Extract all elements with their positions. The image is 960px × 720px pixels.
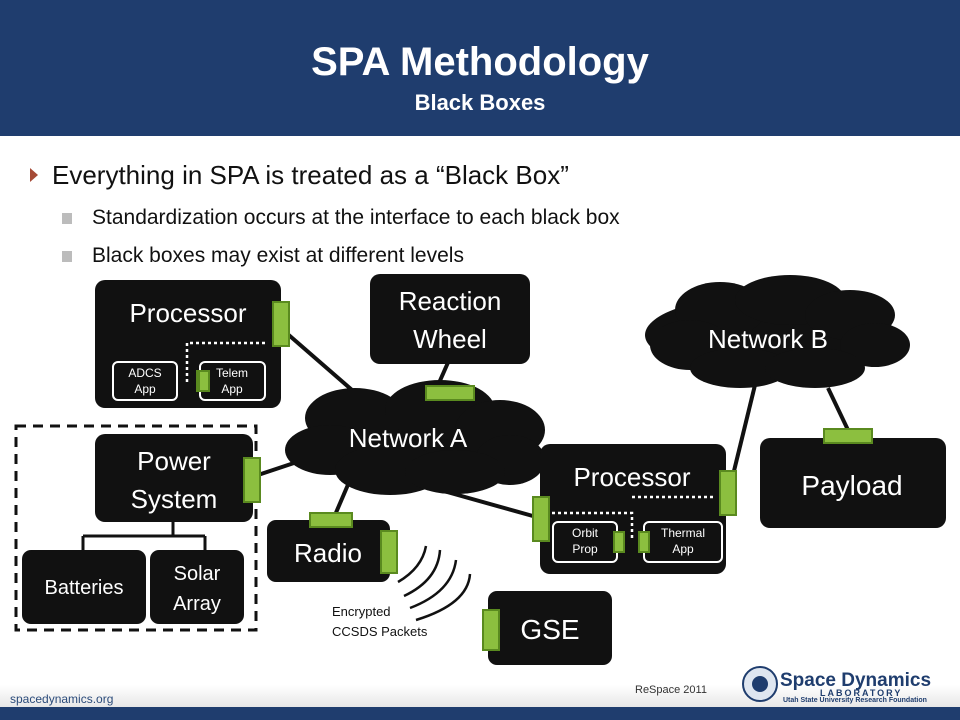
solar-array-box: [150, 550, 244, 624]
power-system-label-2: System: [131, 484, 218, 514]
solar-array-label-1: Solar: [174, 563, 221, 585]
radio-wave-icon: [397, 545, 472, 622]
gse-box: [488, 591, 612, 665]
footer-band: [0, 685, 960, 707]
network-b-cloud: [645, 275, 910, 388]
reaction-wheel-label-2: Wheel: [413, 324, 487, 354]
sub-bullet-2: Black boxes may exist at different level…: [92, 244, 464, 267]
port-power-system: [243, 457, 261, 503]
port-processor-right-left: [532, 496, 550, 542]
link-payload-network-b: [826, 387, 850, 431]
solar-array-label-2: Array: [173, 593, 221, 615]
payload-box: [760, 438, 946, 528]
power-subsystem-group: [14, 424, 258, 632]
network-a-cloud: [285, 380, 545, 495]
reaction-wheel-label-1: Reaction: [399, 286, 502, 316]
encrypted-label-1: Encrypted: [332, 604, 391, 619]
power-system-label-1: Power: [137, 446, 211, 476]
adcs-app-box: [112, 361, 178, 401]
network-a-label: Network A: [349, 423, 468, 453]
thermal-app-label-2: App: [672, 542, 694, 556]
adcs-app-label-1: ADCS: [128, 366, 161, 380]
title-banner: [0, 0, 960, 136]
bullet-main: Everything in SPA is treated as a “Black…: [52, 160, 569, 190]
port-radio-antenna: [380, 530, 398, 574]
port-telem-app: [198, 370, 210, 392]
power-tree-lines: [81, 522, 207, 552]
port-reaction-wheel: [425, 385, 475, 401]
thermal-app-label-1: Thermal: [661, 526, 705, 540]
footer-site: spacedynamics.org: [10, 692, 114, 706]
link-network-a-processor: [439, 488, 541, 520]
sub-bullet-icon: [62, 213, 72, 224]
slide-subtitle: Black Boxes: [414, 90, 546, 115]
sub-bullet-1: Standardization occurs at the interface …: [92, 206, 620, 229]
orbit-prop-label-1: Orbit: [572, 526, 599, 540]
footer-bar: [0, 707, 960, 720]
radio-label: Radio: [294, 538, 362, 568]
radio-box: [267, 520, 390, 582]
power-system-box: [95, 434, 253, 522]
internal-link-right-1: [552, 511, 634, 540]
link-processor-network-b: [731, 384, 757, 476]
bullet-arrow-icon: [30, 168, 38, 182]
adcs-app-label-2: App: [134, 382, 156, 396]
port-processor-top: [272, 301, 290, 347]
footer-event: ReSpace 2011: [635, 684, 707, 696]
port-orbit-prop: [613, 531, 625, 553]
port-thermal-app: [638, 531, 650, 553]
network-b-label: Network B: [708, 324, 828, 354]
port-payload: [823, 428, 873, 444]
internal-link-top: [185, 341, 268, 382]
orbit-prop-label-2: Prop: [572, 542, 598, 556]
interface-ports: [196, 301, 873, 651]
telem-app-label-2: App: [221, 382, 243, 396]
encrypted-label-2: CCSDS Packets: [332, 624, 428, 639]
batteries-box: [22, 550, 146, 624]
sub-bullet-icon: [62, 251, 72, 262]
logo-name: Space Dynamics: [780, 670, 932, 691]
port-processor-right-right: [719, 470, 737, 516]
processor-right-label: Processor: [573, 462, 690, 492]
logo-subtitle: Utah State University Research Foundatio…: [783, 697, 927, 704]
logo-laboratory: LABORATORY: [820, 688, 903, 698]
slide-title: SPA Methodology: [311, 40, 649, 84]
gse-label: GSE: [520, 614, 579, 645]
processor-top-label: Processor: [129, 298, 246, 328]
telem-app-label-1: Telem: [216, 366, 248, 380]
reaction-wheel-box: [370, 274, 530, 364]
payload-label: Payload: [801, 470, 902, 501]
batteries-label: Batteries: [45, 577, 124, 599]
port-gse: [482, 609, 500, 651]
port-radio: [309, 512, 353, 528]
lab-seal-icon: [742, 666, 778, 702]
